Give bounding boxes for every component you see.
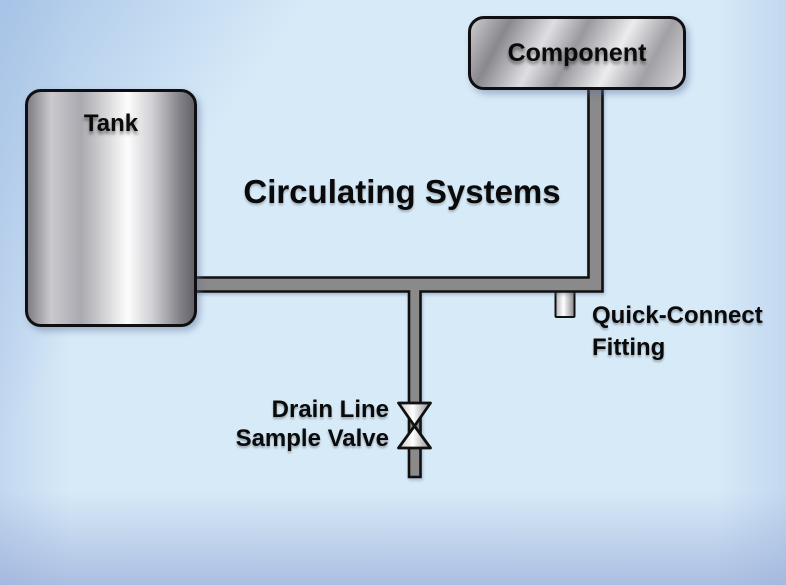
quick-connect-fitting-icon [554, 288, 576, 318]
tank-shape: Tank [25, 89, 197, 327]
quick-connect-label-line1: Quick-Connect [592, 302, 763, 329]
drain-line-sample-valve-label: Drain Line Sample Valve [180, 395, 389, 453]
quick-connect-fitting-label: Quick-Connect Fitting [592, 300, 763, 364]
circulation-pipe [193, 84, 604, 479]
drain-label-line2: Sample Valve [235, 425, 389, 452]
component-label: Component [507, 38, 647, 67]
tank-label: Tank [83, 110, 139, 137]
sample-valve-icon [397, 401, 432, 450]
drain-label-line1: Drain Line [271, 396, 389, 423]
component-shape: Component [468, 16, 686, 90]
quick-connect-label-line2: Fitting [592, 334, 666, 361]
sample-valve-top-triangle [397, 401, 432, 428]
diagram-title: Circulating Systems [243, 173, 561, 210]
sample-valve-bottom-triangle [397, 424, 432, 450]
